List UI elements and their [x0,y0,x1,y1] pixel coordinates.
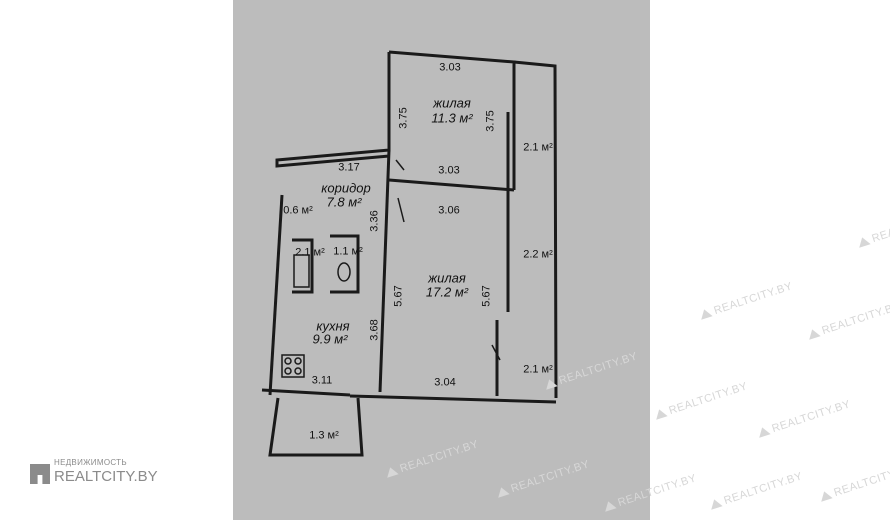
wall-left [268,194,284,396]
wall-wc [330,234,360,294]
wall-bath [292,238,314,294]
balcony-outline [268,397,364,457]
dim-kitchen-length: 3.68 [368,319,381,341]
watermark-logo-icon [543,377,558,390]
area-balcony-middle: 2.2 м² [523,248,553,261]
dim-living-bottom: 3.04 [434,376,456,389]
dim-kitchen-width: 3.11 [311,374,333,387]
room-name-bedroom-1: жилая [433,95,471,111]
bathtub [293,254,310,288]
dim-upper-left: 3.17 [338,161,360,174]
stove [281,354,305,378]
wall-bottom-left [261,388,351,397]
floor-plan-photo [233,0,650,520]
watermark-logo-icon [602,499,617,512]
watermark-logo-icon [806,327,821,340]
dim-top-width: 3.03 [439,61,461,74]
watermark-logo-icon [698,307,713,320]
dim-living-left: 5.67 [392,285,405,307]
house-icon [30,464,50,484]
room-area-corridor: 7.8 м² [326,194,362,210]
area-wc: 1.1 м² [333,245,363,258]
toilet [337,262,351,282]
dim-bedroom-left: 3.75 [397,107,410,129]
wall-corridor-center [378,149,391,393]
dim-corridor-length: 3.36 [368,210,381,232]
area-kitchen-balcony: 1.3 м² [309,429,339,442]
watermark-logo-icon [856,235,871,248]
brand-subtitle: НЕДВИЖИМОСТЬ [54,458,127,467]
watermark-logo-icon [756,425,771,438]
dim-bedroom-right: 3.75 [484,110,497,132]
dim-living-right: 5.67 [480,285,493,307]
room-name-living-room: жилая [428,270,466,286]
dim-living-top: 3.06 [438,204,460,217]
watermark-logo-icon [818,489,833,502]
wall-bottom-right [349,394,557,404]
watermark-logo-icon [495,485,510,498]
wall-bedroom-divider [388,178,515,192]
brand-name: REALTCITY.BY [54,468,158,485]
room-name-corridor: коридор [321,180,371,196]
room-name-kitchen: кухня [316,318,350,334]
area-closet: 0.6 м² [283,204,313,217]
room-area-kitchen: 9.9 м² [312,331,348,347]
room-area-bedroom-1: 11.3 м² [431,110,473,126]
watermark-logo-icon [708,497,723,510]
area-balcony-top: 2.1 м² [523,141,553,154]
area-bathroom: 2.1 м² [295,246,325,259]
wall-upper-room [275,52,391,168]
watermark-logo-icon [384,465,399,478]
dim-bedroom-bottom: 3.03 [438,164,460,177]
watermark-logo-icon [653,407,668,420]
wall-balcony-right [513,60,558,399]
room-area-living-room: 17.2 м² [425,284,469,300]
area-balcony-bottom: 2.1 м² [523,363,553,376]
